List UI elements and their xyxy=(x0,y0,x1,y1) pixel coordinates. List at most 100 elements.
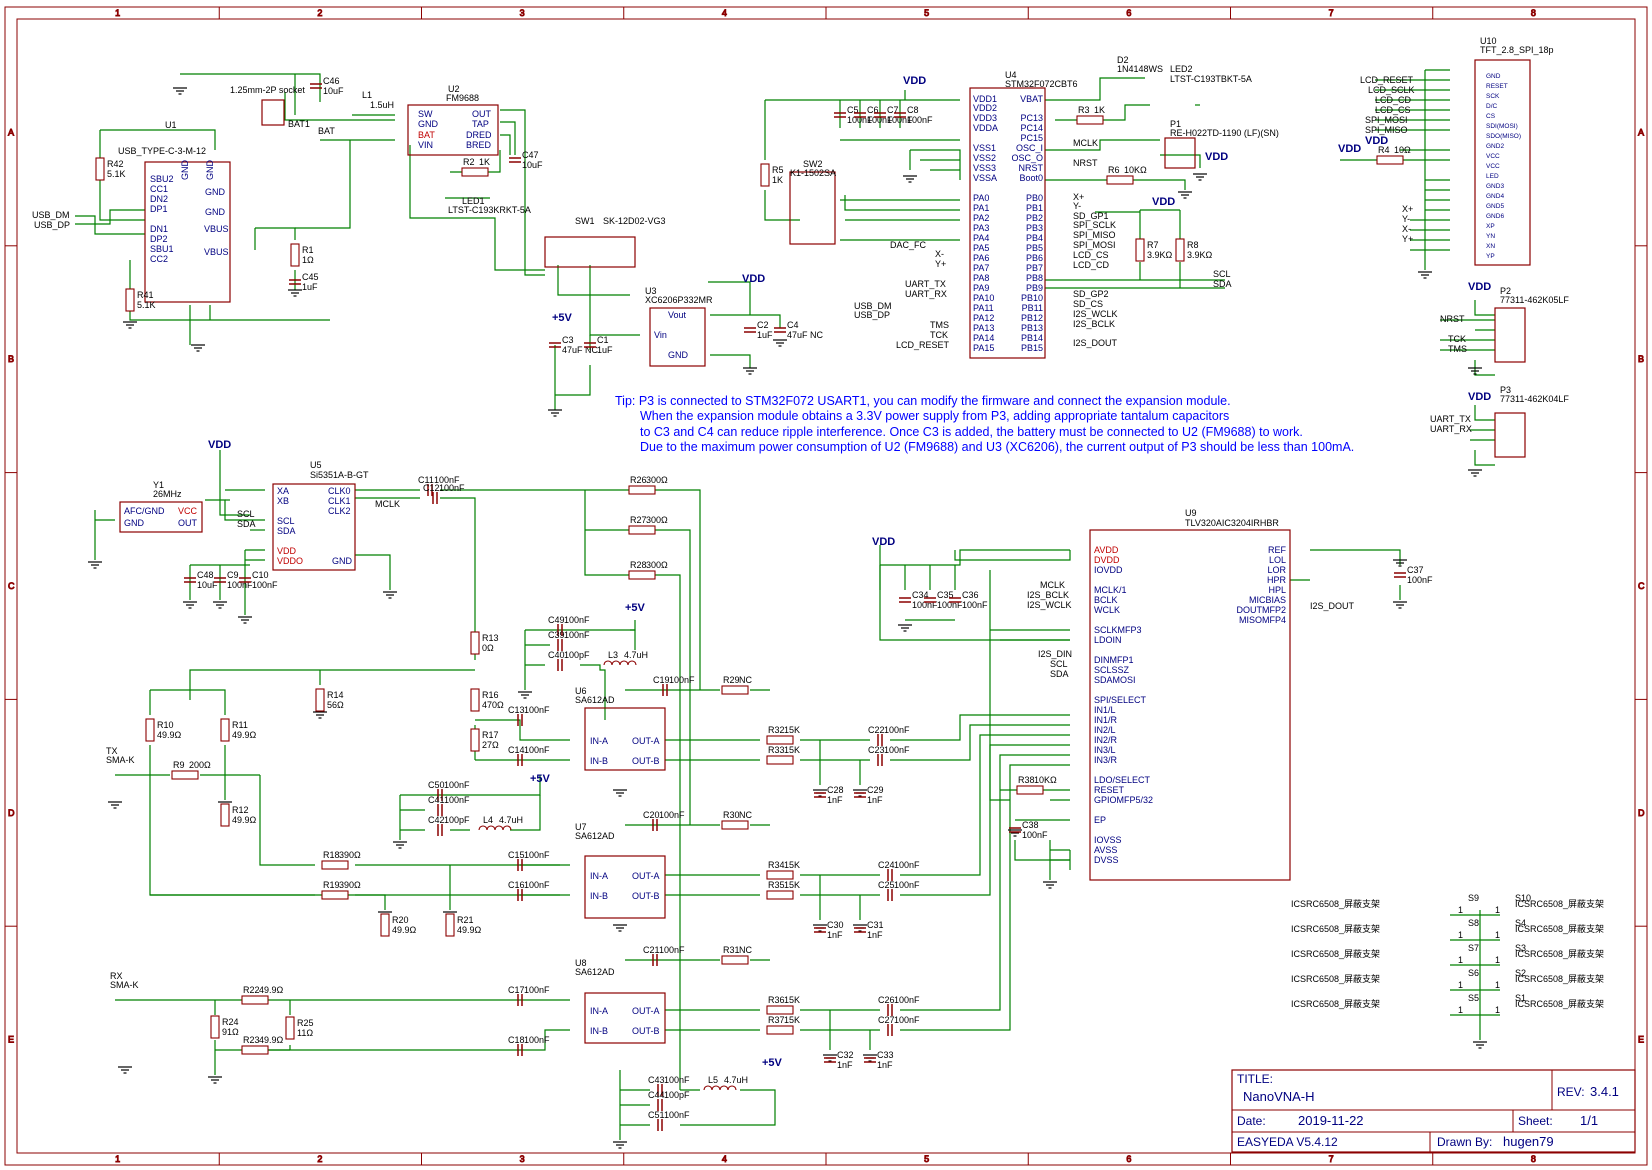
u6-pin: OUT-A xyxy=(632,736,660,746)
u4-pin: PA5 xyxy=(973,243,989,253)
u4-pin: OSC_I xyxy=(1016,143,1043,153)
u2-ref: U2 xyxy=(448,84,460,94)
net-usb-dp: USB_DP xyxy=(854,310,890,320)
component-ref: C29 xyxy=(867,785,884,795)
u4-pin: PA0 xyxy=(973,193,989,203)
component-value: 1nF xyxy=(867,930,883,940)
u3-pin: GND xyxy=(668,350,689,360)
led2-ref: LED2 xyxy=(1170,64,1193,74)
component-value: 100nF xyxy=(564,615,590,625)
component-value: 10Ω xyxy=(1394,145,1411,155)
shield-ref: S9 xyxy=(1468,893,1479,903)
shield-ref: S10 xyxy=(1515,893,1531,903)
net-y-minus: Y- xyxy=(1402,214,1410,224)
component-ref: C26 xyxy=(878,995,895,1005)
net-lcd-reset: LCD_RESET xyxy=(896,340,950,350)
component-ref: R12 xyxy=(232,805,249,815)
plus5v-flag: +5V xyxy=(530,773,551,785)
component-ref: R32 xyxy=(768,725,785,735)
component-value: 5.1K xyxy=(137,300,156,310)
component-ref: R27 xyxy=(630,515,647,525)
u7-pin: IN-B xyxy=(590,891,608,901)
component-value: 100nF xyxy=(564,630,590,640)
component-ref: C16 xyxy=(508,880,525,890)
u4-pin: PB12 xyxy=(1021,313,1043,323)
plus5v-flag: +5V xyxy=(552,312,573,324)
net-lcd-sclk: LCD_SCLK xyxy=(1368,85,1415,95)
u9-pin: LDO/SELECT xyxy=(1094,775,1151,785)
u9-pin: HPR xyxy=(1267,575,1287,585)
component-ref: C8 xyxy=(907,105,919,115)
component-value: 4.7uH xyxy=(499,815,523,825)
frame-column-label: 8 xyxy=(1531,1154,1536,1164)
net-uart-rx: UART_RX xyxy=(905,289,947,299)
net-y-minus: Y- xyxy=(1073,201,1081,211)
component-ref: R25 xyxy=(297,1018,314,1028)
sw2-ref: SW2 xyxy=(803,159,823,169)
component-value: 100nF xyxy=(847,115,873,125)
net-scl: SCL xyxy=(237,509,255,519)
frame-row-label: B xyxy=(8,354,14,364)
frame-column-label: 1 xyxy=(115,8,120,18)
component-value: 100nF xyxy=(962,600,988,610)
date-label: Date: xyxy=(1237,1114,1266,1128)
component-ref: R28 xyxy=(630,560,647,570)
u6-pin: IN-B xyxy=(590,756,608,766)
u5-pin: XA xyxy=(277,486,289,496)
y1-pin: VCC xyxy=(178,506,198,516)
u4-pin: VDDA xyxy=(973,123,998,133)
component-value: 390Ω xyxy=(339,880,361,890)
vdd-flag: VDD xyxy=(1338,143,1361,155)
p3-value: 77311-462K04LF xyxy=(1500,394,1569,404)
u4-left-pins: VDD1VDD2VDD3VDDAVSS1VSS2VSS3VSSAPA0PA1PA… xyxy=(973,94,998,353)
u4-pin: PA2 xyxy=(973,213,989,223)
shield-ref: S3 xyxy=(1515,943,1526,953)
power-flags: VDD VDD VDD VDD VDD VDD VDD VDD VDD VDD … xyxy=(208,75,1491,1069)
shield-pin: 1 xyxy=(1458,955,1463,965)
u9-ref: U9 xyxy=(1185,508,1197,518)
frame-column-label: 7 xyxy=(1329,8,1334,18)
shield-pin: 1 xyxy=(1495,955,1500,965)
vdd-flag: VDD xyxy=(1152,196,1175,208)
u8-pin: OUT-B xyxy=(632,1026,660,1036)
sheet-value: 1/1 xyxy=(1580,1113,1598,1128)
component-value: 49.9Ω xyxy=(457,925,482,935)
net-spi-sclk: SPI_SCLK xyxy=(1073,220,1116,230)
u3-value: XC6206P332MR xyxy=(645,295,713,305)
component-ref: L5 xyxy=(708,1075,718,1085)
u9-pin: SCLSSZ xyxy=(1094,665,1130,675)
component-value: 5.1K xyxy=(107,169,126,179)
u6-ref: U6 xyxy=(575,686,587,696)
u9-pin: RESET xyxy=(1094,785,1125,795)
tip-note: Tip: P3 is connected to STM32F072 USART1… xyxy=(615,394,1354,454)
net-tck: TCK xyxy=(1448,334,1466,344)
u4-right-pins: VBATPC13PC14PC15OSC_IOSC_ONRSTBoot0PB0PB… xyxy=(1011,94,1043,353)
d2-ref: D2 xyxy=(1117,55,1129,65)
component-value: 100nF xyxy=(1022,830,1048,840)
u10-pin: YN xyxy=(1486,233,1495,240)
u4-pin: VSS2 xyxy=(973,153,996,163)
component-value: 100pF xyxy=(444,815,470,825)
component-ref: R23 xyxy=(243,1035,260,1045)
component-value: 100nF xyxy=(524,880,550,890)
u9-pin: SPI/SELECT xyxy=(1094,695,1147,705)
net-scl: SCL xyxy=(1050,659,1068,669)
component-value: 100nF xyxy=(524,745,550,755)
component-value: 0Ω xyxy=(482,643,494,653)
component-ref: C30 xyxy=(827,920,844,930)
component-r8: R83.9KΩ xyxy=(1175,238,1213,262)
component-ref: R14 xyxy=(327,690,344,700)
component-value: 15K xyxy=(784,880,800,890)
component-value: 49.9Ω xyxy=(157,730,182,740)
u9-pin: LOR xyxy=(1267,565,1286,575)
